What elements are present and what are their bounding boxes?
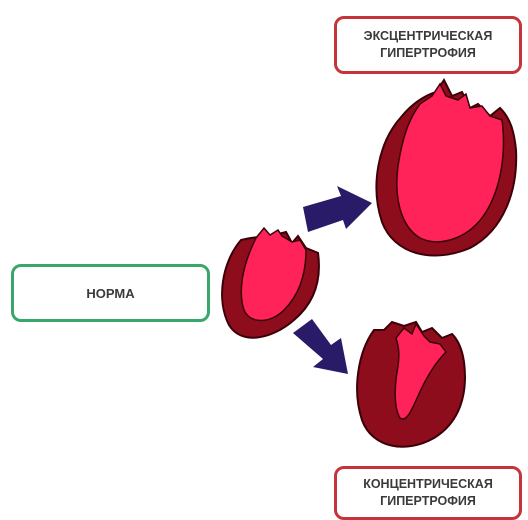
normal-label-box: НОРМА xyxy=(11,264,210,322)
concentric-label-line1: КОНЦЕНТРИЧЕСКАЯ xyxy=(363,476,493,493)
arrow-to-concentric xyxy=(293,319,348,374)
eccentric-hypertrophy-ventricle xyxy=(376,80,516,256)
normal-label: НОРМА xyxy=(86,285,134,302)
arrow-to-eccentric xyxy=(303,186,372,232)
eccentric-label-line2: ГИПЕРТРОФИЯ xyxy=(380,45,476,62)
eccentric-hypertrophy-label-box: ЭКСЦЕНТРИЧЕСКАЯ ГИПЕРТРОФИЯ xyxy=(334,16,522,74)
concentric-label-line2: ГИПЕРТРОФИЯ xyxy=(380,493,476,510)
concentric-hypertrophy-ventricle xyxy=(357,322,465,447)
normal-ventricle xyxy=(222,228,319,338)
eccentric-label-line1: ЭКСЦЕНТРИЧЕСКАЯ xyxy=(364,28,493,45)
concentric-hypertrophy-label-box: КОНЦЕНТРИЧЕСКАЯ ГИПЕРТРОФИЯ xyxy=(334,466,522,520)
